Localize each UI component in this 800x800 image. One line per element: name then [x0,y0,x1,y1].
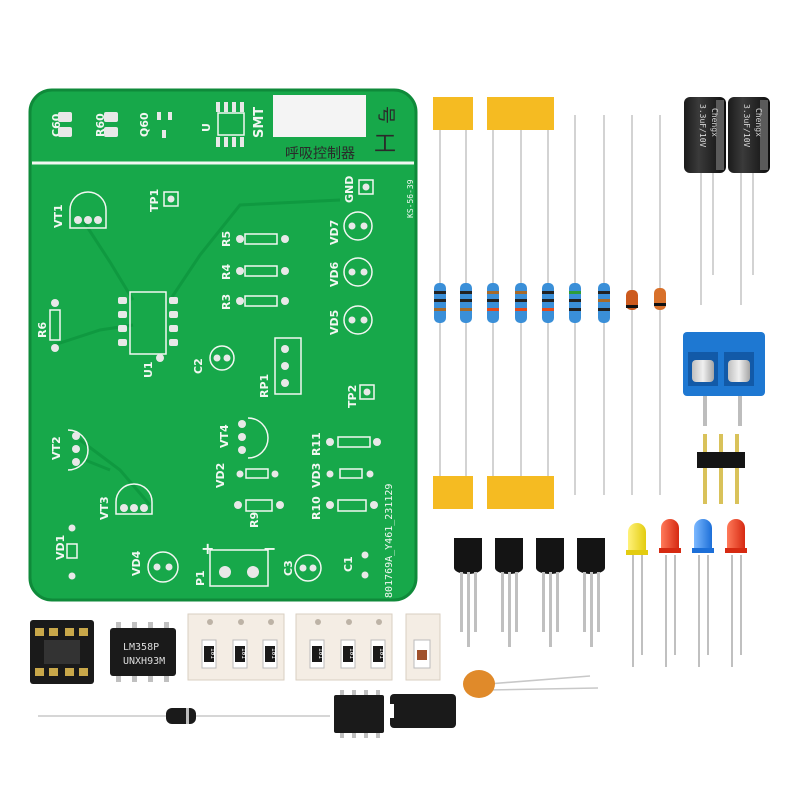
label-vt1: VT1 [52,204,65,228]
electrolytic-capacitors: Chengx 3.3uF/10V Chengx 3.3uF/10V [684,97,770,305]
board-title-cn: 呼吸控制器 [285,146,355,162]
label-u1: U1 [142,361,155,378]
diode-small-2 [654,288,666,310]
taped-resistors [433,97,666,509]
leds [626,519,747,667]
ceramic-capacitor [463,670,599,698]
label-plus: + [201,539,214,558]
tape-bottom-right [487,476,554,509]
label-c1: C1 [342,556,355,572]
label-vd5: VD5 [328,310,341,335]
label-rp1: RP1 [258,374,271,398]
label-p1: P1 [194,570,207,586]
label-vt2: VT2 [50,436,63,460]
label-vd7: VD7 [328,220,341,245]
tape-top-left [433,97,473,130]
smd-code-1: 101 [209,648,216,659]
label-r10: R10 [310,496,323,520]
title-box [273,95,366,137]
led-yellow [626,523,648,667]
label-smt: SMT [252,107,267,138]
screw-terminal [683,332,765,426]
label-minus: − [263,539,276,558]
led-blue [692,519,714,667]
label-vd4: VD4 [130,550,143,576]
pin-header [697,434,745,504]
smd-tape-1: 101 101 101 [187,613,285,681]
label-r6: R6 [36,322,49,338]
board-hao: 号 [375,106,396,124]
transistor-2 [495,538,523,647]
label-c2: C2 [192,358,205,374]
smd-code-4: 101 [317,648,324,659]
tape-bottom-left [433,476,473,509]
label-r60: R60 [94,113,107,137]
soic-ic [334,690,384,738]
cap2-brand: Chengx [754,108,763,137]
cap1-value: 3.3uF/10V [698,104,707,148]
led-red-2 [725,519,747,667]
label-gnd: GND [343,176,356,203]
code-serial: 801769A_Y461_231129 [384,484,395,598]
label-r9: R9 [248,512,261,528]
ic-socket [30,620,94,684]
label-tp2: TP2 [346,385,359,408]
dip-ic-lm358: LM358P UNXH93M [110,622,176,682]
label-vt3: VT3 [98,496,111,520]
board-gong: 工 [374,132,396,157]
label-c3: C3 [282,560,295,576]
smd-code-5: 101 [348,648,355,659]
transistor-4 [577,538,605,647]
led-red-1 [659,519,681,667]
label-q60: Q60 [138,112,151,137]
label-u: U [200,123,213,132]
pcb-board: 呼吸控制器 工 号 C60 R60 Q60 U SMT TP1 GND KS-5… [28,88,418,602]
sot-component [384,694,456,728]
code-ks: KS-56-39 [406,179,415,218]
smd-code-3: 101 [270,648,277,659]
label-vd2: VD2 [214,463,227,488]
resistor-bodies [434,283,610,323]
transistor-1 [454,538,482,647]
label-vd3: VD3 [310,463,323,488]
transistor-3 [536,538,564,647]
label-vd6: VD6 [328,261,341,287]
tape-top-right [487,97,554,130]
cap2-value: 3.3uF/10V [742,104,751,148]
label-vd1: VD1 [54,535,67,560]
ic-line-2: UNXH93M [123,656,165,667]
label-r3: R3 [220,294,233,310]
label-tp1: TP1 [148,189,161,212]
label-r5: R5 [220,231,233,247]
smd-code-6: 101 [378,648,385,659]
label-r4: R4 [220,264,233,280]
smd-code-2: 101 [240,648,247,659]
smd-tape-2: 101 101 101 [295,613,393,681]
smd-tape-3 [405,613,441,681]
cap1-brand: Chengx [710,108,719,137]
transistors [454,538,605,647]
axial-diode [38,708,330,724]
label-vt4: VT4 [218,424,231,448]
label-r11: R11 [310,432,323,456]
ic-line-1: LM358P [123,642,159,653]
